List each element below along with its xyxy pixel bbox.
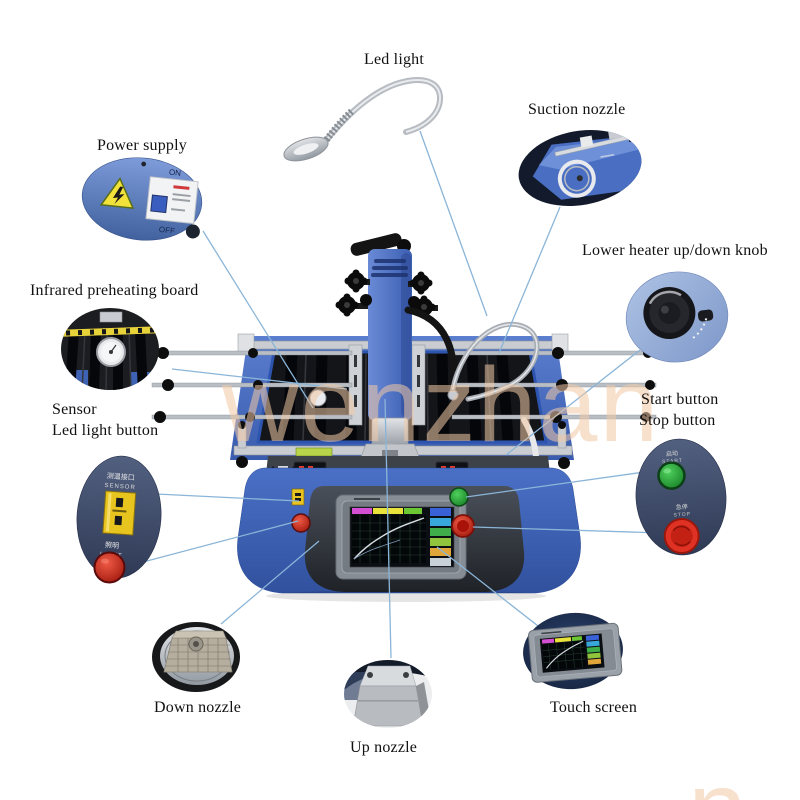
power-supply-callout: ON OFF bbox=[81, 157, 203, 241]
support-bars-left bbox=[151, 347, 353, 423]
fin-highlights bbox=[302, 353, 492, 441]
label-led-light-button: Led light button bbox=[52, 422, 159, 439]
leader-stop-button bbox=[472, 526, 663, 534]
power-off-label: OFF bbox=[158, 225, 175, 236]
stop-cn-label: 急停 bbox=[675, 503, 688, 512]
leader-sensor bbox=[135, 492, 300, 502]
label-up-nozzle: Up nozzle bbox=[350, 739, 418, 756]
sensor-light-callout: 测温接口 SENSOR 照明 LIGHT bbox=[76, 455, 162, 584]
down-nozzle-mesh bbox=[163, 630, 233, 673]
sensor-connector bbox=[102, 490, 137, 536]
brand-label bbox=[295, 447, 333, 457]
heater-knob bbox=[643, 287, 714, 340]
head-handle bbox=[350, 233, 402, 256]
sensor-en-label: SENSOR bbox=[104, 483, 136, 491]
suction-nozzle-callout bbox=[518, 127, 648, 206]
head-vents bbox=[371, 259, 408, 277]
light-button bbox=[93, 551, 126, 584]
leader-power-supply bbox=[202, 230, 314, 409]
adjustment-knobs bbox=[335, 269, 436, 319]
leader-lines bbox=[127, 130, 667, 659]
label-touch-screen: Touch screen bbox=[550, 699, 638, 716]
lower-heater-knob-callout bbox=[625, 271, 729, 363]
board-dial bbox=[309, 389, 327, 407]
start-stop-callout: 启动 START 急停 STOP bbox=[635, 438, 727, 556]
leader-up-nozzle bbox=[384, 398, 392, 659]
power-on-label: ON bbox=[168, 168, 181, 178]
label-power-supply: Power supply bbox=[97, 137, 187, 154]
leader-start-button bbox=[465, 468, 667, 498]
label-suction-nozzle: Suction nozzle bbox=[528, 101, 626, 118]
machine-light-button bbox=[291, 513, 311, 533]
label-lower-heater-knob: Lower heater up/down knob bbox=[582, 242, 768, 259]
leader-led-light bbox=[419, 130, 488, 317]
label-start-button: Start button bbox=[641, 391, 719, 408]
machine-sensor-port bbox=[291, 488, 305, 506]
power-switch-module bbox=[145, 176, 199, 225]
leader-light-button bbox=[127, 520, 299, 567]
up-nozzle-callout bbox=[344, 660, 432, 728]
preheater-frame bbox=[256, 350, 548, 444]
leader-preheating-board bbox=[171, 368, 348, 390]
label-infrared-preheating-board: Infrared preheating board bbox=[30, 282, 199, 299]
rework-station-machine bbox=[151, 233, 657, 602]
leader-lower-heater-knob bbox=[505, 349, 641, 456]
machine-base bbox=[237, 456, 581, 602]
sensor-cn-label: 测温接口 bbox=[107, 471, 136, 482]
touch-screen-callout bbox=[523, 612, 623, 690]
label-stop-button: Stop button bbox=[639, 412, 716, 429]
screen-side-buttons bbox=[430, 508, 451, 566]
machine-touch-screen bbox=[335, 494, 467, 580]
label-sensor: Sensor bbox=[52, 401, 97, 418]
leader-touch-screen bbox=[436, 546, 548, 634]
label-down-nozzle: Down nozzle bbox=[154, 699, 242, 716]
machine-start-button bbox=[449, 487, 469, 507]
start-button bbox=[657, 461, 686, 490]
leader-suction-nozzle bbox=[498, 206, 561, 354]
label-led-light: Led light bbox=[364, 51, 425, 68]
light-cn-label: 照明 bbox=[105, 541, 120, 550]
led-light-callout bbox=[283, 77, 443, 162]
preheating-board-callout bbox=[61, 308, 159, 390]
machine-led-gooseneck bbox=[447, 321, 540, 402]
start-cn-label: 启动 bbox=[666, 449, 679, 458]
touch-screen-device bbox=[527, 622, 623, 683]
stop-en-label: STOP bbox=[673, 511, 691, 518]
down-nozzle-callout bbox=[152, 622, 240, 692]
mini-screen-buttons bbox=[585, 634, 602, 665]
knob-scale-marks bbox=[692, 317, 708, 339]
stop-button bbox=[663, 518, 700, 555]
leader-down-nozzle bbox=[220, 540, 320, 625]
work-platform bbox=[230, 336, 574, 460]
